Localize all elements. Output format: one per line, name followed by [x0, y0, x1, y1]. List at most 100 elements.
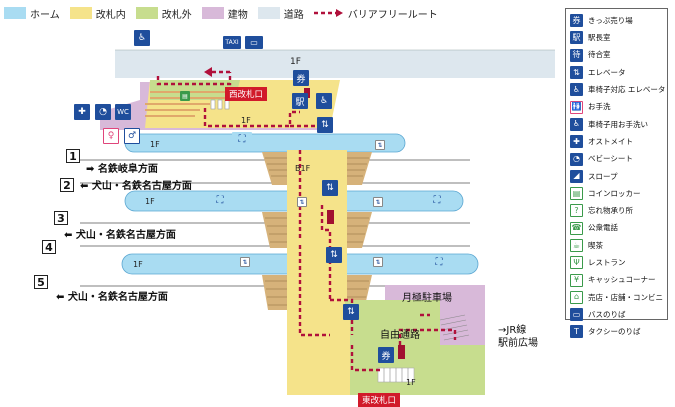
legend-swatch — [69, 7, 92, 19]
top-legend: ホーム 改札内 改札外 建物 道路 バリアフリールート — [4, 5, 448, 21]
legend-swatch — [201, 7, 224, 19]
icon-legend-label: きっぷ売り場 — [588, 15, 633, 25]
baby-seat-icon: ◔ — [570, 152, 583, 166]
floor-label-p1: 1F — [150, 140, 160, 149]
wheelchair-elevator-icon: ⇅ — [322, 180, 338, 196]
elevator-icon: ⇅ — [373, 197, 383, 207]
icon-legend-label: ベビーシート — [588, 154, 633, 164]
elevator-icon: ⇅ — [297, 197, 307, 207]
shop-icon: ⌂ — [570, 290, 583, 304]
free-passage-label: 自由通路 — [380, 330, 420, 341]
cafe-icon: ☕ — [570, 239, 583, 252]
platform-1 — [124, 133, 406, 153]
bench-icon: ⛶ — [429, 255, 449, 269]
icon-legend-label: オストメイト — [588, 136, 633, 146]
elevator-icon: ⇅ — [375, 140, 385, 150]
road-band — [115, 50, 555, 78]
icon-legend-row: ◢ スロープ — [570, 168, 663, 185]
legend-swatch — [4, 7, 26, 19]
icon-legend-row: 駅駅長室 — [570, 29, 663, 46]
icon-legend-label: 忘れ物承り所 — [588, 206, 633, 216]
coin-locker-icon: ▤ — [570, 187, 583, 201]
platform-dest-5: ⬅ 犬山・名鉄名古屋方面 — [56, 288, 168, 303]
bench-icon: ⛶ — [427, 193, 447, 207]
accessible-restroom-icon: ♿ — [570, 117, 583, 131]
jr-line-label: →JR線 — [498, 325, 527, 336]
legend-outside-gate: 改札外 — [135, 6, 192, 21]
jr-plaza-label: 駅前広場 — [498, 338, 538, 349]
dest-text: 名鉄岐阜方面 — [97, 164, 158, 175]
icon-legend-row: ?忘れ物承り所 — [570, 202, 663, 219]
barrier-free-swatch — [313, 9, 343, 17]
barrier-free-route — [156, 70, 457, 372]
legend-platform: ホーム — [4, 6, 60, 21]
dest-text: 犬山・名鉄名古屋方面 — [91, 181, 192, 192]
bus-icon: ▭ — [245, 36, 263, 49]
icon-legend-label: 公衆電話 — [588, 223, 618, 233]
female-restroom-icon: ♀ — [103, 128, 119, 144]
ticket-office-icon: 券 — [293, 70, 309, 86]
wheelchair-icon: ♿ — [316, 93, 332, 109]
arrow-left-icon: ⬅ — [64, 230, 76, 241]
legend-label: 改札外 — [161, 9, 192, 21]
icon-legend-row: ⌂ 売店・店舗・コンビニ — [570, 289, 663, 306]
legend-swatch — [135, 7, 158, 19]
floor-label-p23: 1F — [145, 197, 155, 206]
legend-label: ホーム — [30, 9, 60, 21]
ostomate-icon: ✚ — [570, 135, 583, 149]
restaurant-icon: Ψ — [570, 256, 583, 270]
bench-icon: ⛶ — [210, 193, 230, 207]
icon-legend-label: 売店・店舗・コンビニ — [588, 292, 663, 302]
floor-label-top: 1F — [290, 57, 301, 67]
icon-legend-row: ¥キャッシュコーナー — [570, 271, 663, 288]
ticket-office-icon: 券 — [378, 347, 394, 363]
stair-lines — [265, 157, 369, 306]
ticket-office-icon: 券 — [570, 14, 583, 28]
platform-dest-1: ➡ 名鉄岐阜方面 — [86, 160, 158, 175]
west-gate-label: 西改札口 — [225, 87, 268, 101]
platform-badge-1: 1 — [66, 149, 80, 163]
platform-badge-2: 2 — [60, 178, 74, 192]
elevator-icon: ⇅ — [240, 257, 250, 267]
icon-legend-row: 券きっぷ売り場 — [570, 12, 663, 29]
east-concourse-inside — [300, 310, 350, 395]
wheelchair-elevator-icon: ⇅ — [326, 247, 342, 263]
legend-building: 建物 — [201, 6, 248, 21]
icon-legend-label: 待合室 — [588, 50, 611, 60]
ostomate-icon: ✚ — [74, 104, 90, 120]
icon-legend: 券きっぷ売り場駅駅長室待待合室⇅エレベータ♿車椅子対応 エレベータ🚻お手洗♿車椅… — [565, 8, 668, 339]
arrow-right-icon: ➡ — [86, 164, 98, 175]
wc-text: WC — [117, 108, 129, 116]
icon-legend-label: 車椅子対応 エレベータ — [588, 85, 666, 95]
dest-text: 犬山・名鉄名古屋方面 — [67, 292, 168, 303]
wheelchair-elevator-icon: ⇅ — [343, 304, 359, 320]
icon-legend-label: スロープ — [588, 171, 618, 181]
route-arrow-west — [204, 67, 212, 77]
icon-legend-label: レストラン — [588, 258, 626, 268]
icon-legend-row: ♿車椅子用お手洗い — [570, 116, 663, 133]
slope-icon: ◢ — [570, 169, 583, 183]
icon-legend-label: タクシーのりば — [588, 327, 641, 337]
east-gate-label: 東改札口 — [358, 393, 401, 407]
icon-legend-label: バスのりば — [588, 309, 626, 319]
icon-legend-label: エレベータ — [588, 67, 626, 77]
floor-label-east: 1F — [406, 378, 416, 387]
icon-legend-label: コインロッカー — [588, 188, 641, 198]
icon-legend-label: 駅長室 — [588, 33, 611, 43]
icon-legend-row: ☎公衆電話 — [570, 220, 663, 237]
platform-badge-4: 4 — [42, 240, 56, 254]
platform-dest-2: ⬅ 犬山・名鉄名古屋方面 — [80, 177, 192, 192]
icon-legend-label: お手洗 — [588, 102, 611, 112]
elevator-icon: ⇅ — [570, 66, 583, 80]
icon-legend-label: キャッシュコーナー — [588, 275, 656, 285]
legend-label: 改札内 — [95, 9, 126, 21]
parking-label: 月極駐車場 — [402, 293, 452, 304]
west-stairs — [145, 91, 230, 117]
baby-seat-icon: ◔ — [95, 104, 111, 120]
floor-label-p45: 1F — [133, 260, 143, 269]
accessible-restroom-icon: WC — [115, 104, 131, 120]
waiting-room-icon: 待 — [570, 48, 583, 62]
icon-legend-label: 喫茶 — [588, 240, 603, 250]
